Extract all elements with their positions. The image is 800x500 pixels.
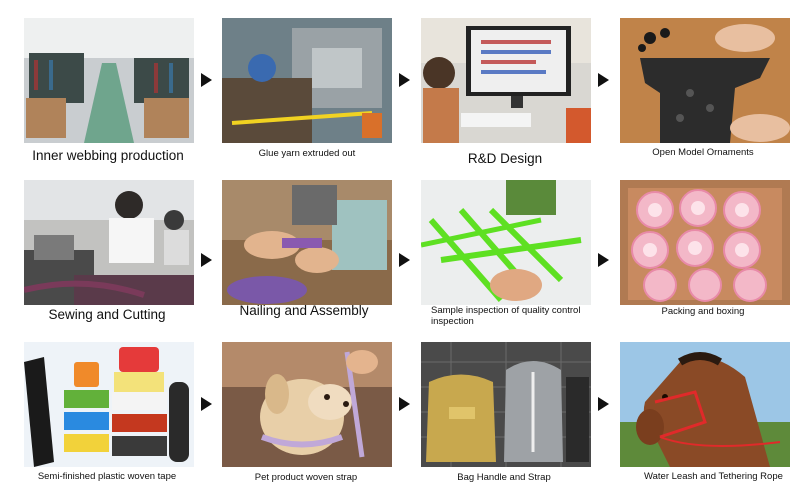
photo-open-model-ornaments <box>620 18 790 143</box>
arrow-right-icon <box>598 73 609 87</box>
caption-semi-finished-tape: Semi-finished plastic woven tape <box>37 471 177 482</box>
horse-with-red-halter-image <box>620 342 790 467</box>
caption-rd-design: R&D Design <box>467 151 543 166</box>
photo-inner-webbing-production <box>24 18 194 143</box>
caption-water-leash-rope: Water Leash and Tethering Rope <box>644 471 783 482</box>
photo-semi-finished-tape <box>24 342 194 467</box>
photo-rd-design <box>421 18 591 143</box>
arrow-right-icon <box>201 253 212 267</box>
backpacks-image <box>421 342 591 467</box>
photo-bag-handle-strap <box>421 342 591 467</box>
sewing-worker-image <box>24 180 194 305</box>
arrow-right-icon <box>598 253 609 267</box>
factory-floor-image <box>24 18 194 143</box>
photo-glue-yarn-extruded <box>222 18 392 143</box>
photo-packing-and-boxing <box>620 180 790 305</box>
arrow-right-icon <box>201 397 212 411</box>
arrow-right-icon <box>399 253 410 267</box>
photo-sewing-and-cutting <box>24 180 194 305</box>
dog-with-leash-image <box>222 342 392 467</box>
photo-nailing-and-assembly <box>222 180 392 305</box>
caption-sewing-and-cutting: Sewing and Cutting <box>48 307 166 322</box>
arrow-right-icon <box>399 397 410 411</box>
caption-glue-yarn-extruded: Glue yarn extruded out <box>258 148 356 159</box>
arrow-right-icon <box>598 397 609 411</box>
tape-rolls-image <box>24 342 194 467</box>
caption-open-model-ornaments: Open Model Ornaments <box>652 147 754 158</box>
designer-computer-image <box>421 18 591 143</box>
photo-sample-inspection <box>421 180 591 305</box>
ornament-mold-image <box>620 18 790 143</box>
assembly-machine-image <box>222 180 392 305</box>
pink-leash-box-image <box>620 180 790 305</box>
caption-packing-and-boxing: Packing and boxing <box>661 306 745 317</box>
arrow-right-icon <box>201 73 212 87</box>
caption-inner-webbing-production: Inner webbing production <box>32 148 184 163</box>
caption-pet-product-strap: Pet product woven strap <box>254 472 358 483</box>
green-harness-inspection-image <box>421 180 591 305</box>
photo-pet-product-strap <box>222 342 392 467</box>
arrow-right-icon <box>399 73 410 87</box>
caption-nailing-and-assembly: Nailing and Assembly <box>239 303 369 318</box>
caption-bag-handle-strap: Bag Handle and Strap <box>457 472 551 483</box>
photo-water-leash-rope <box>620 342 790 467</box>
caption-sample-inspection: Sample inspection of quality control ins… <box>431 305 581 327</box>
extruder-machine-image <box>222 18 392 143</box>
